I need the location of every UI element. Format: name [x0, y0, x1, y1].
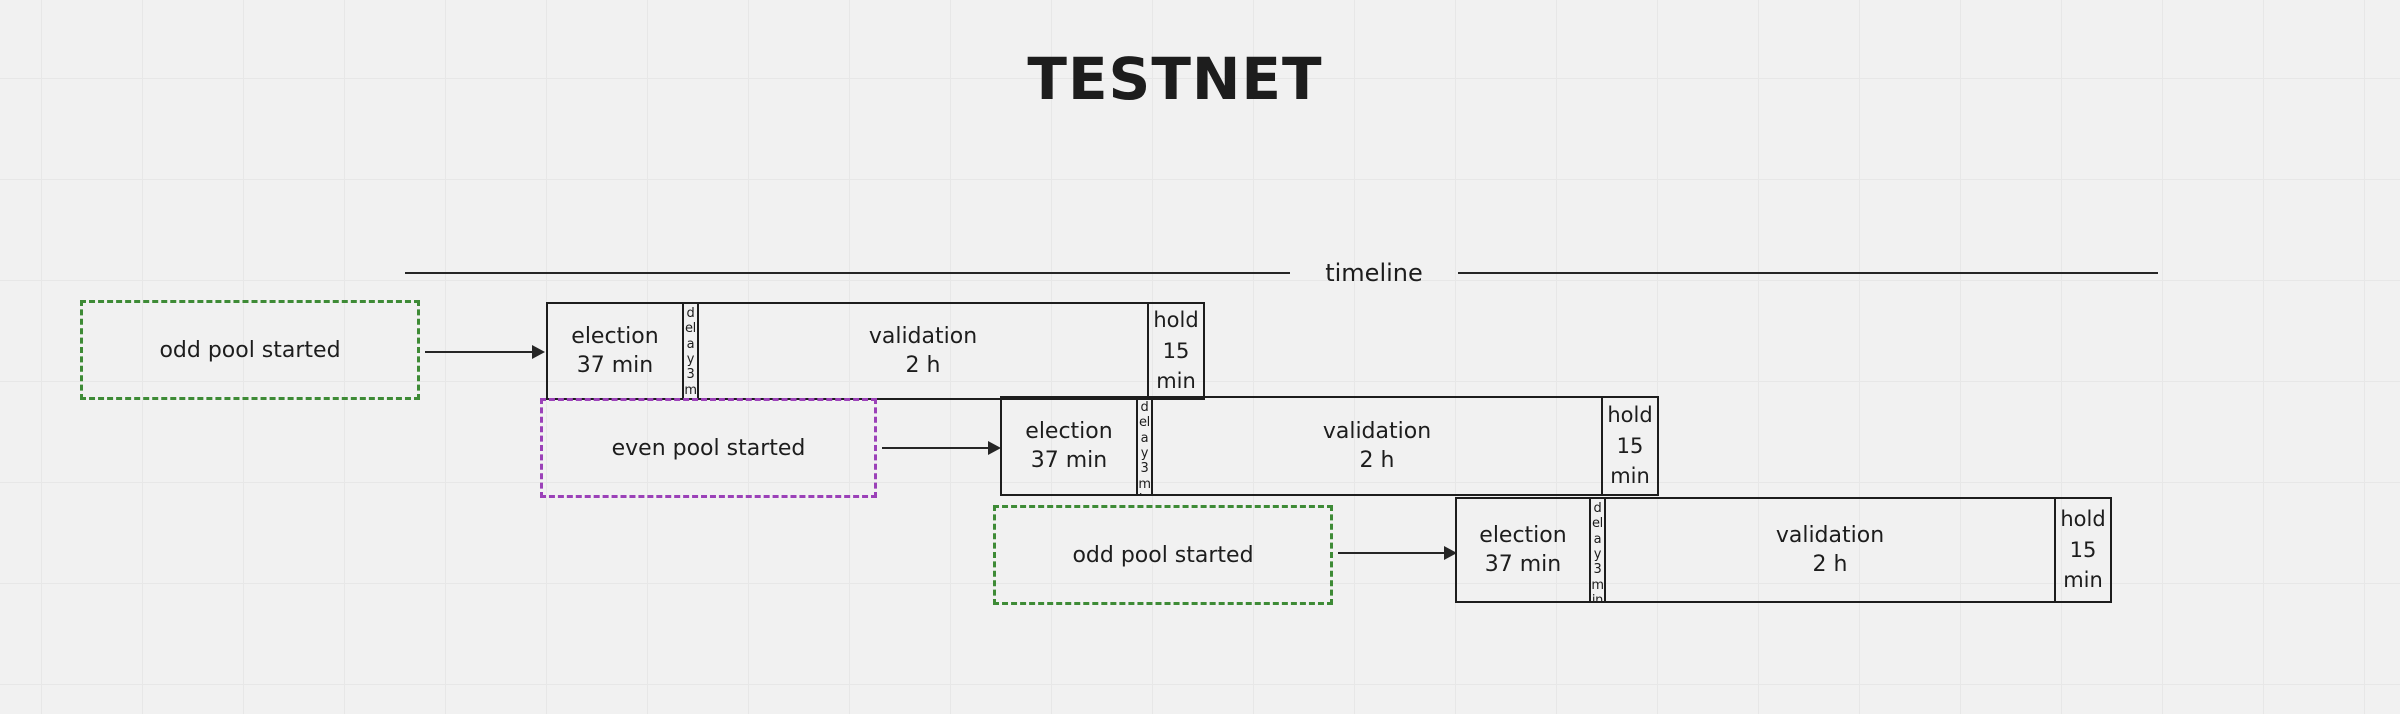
phase-duration: 2 h [1812, 552, 1848, 577]
note-odd-pool-started-row1[interactable]: odd pool started [80, 300, 420, 400]
note-even-pool-started-row2[interactable]: even pool started [540, 398, 877, 498]
phase-duration-unit: min [1610, 464, 1650, 489]
phase-name: validation [1775, 522, 1885, 548]
phase-duration-value: 15 [1616, 433, 1644, 458]
phase-duration: 37 min [1030, 448, 1108, 473]
phase-name: validation [1322, 418, 1432, 444]
arrow-row1 [425, 345, 545, 359]
arrow-shaft [882, 447, 989, 450]
phase-name: election [571, 323, 659, 349]
phase-name: validation [868, 323, 978, 349]
phase-name: election [1025, 418, 1113, 444]
note-label: odd pool started [1072, 542, 1254, 568]
phase-duration: 2 h [905, 353, 941, 378]
phase-validation-row1[interactable]: validation 2 h [697, 302, 1149, 400]
timeline-axis: timeline [405, 259, 2158, 287]
arrow-row3 [1338, 546, 1458, 560]
phase-hold-row1[interactable]: hold 15 min [1147, 302, 1205, 400]
note-label: odd pool started [159, 337, 341, 363]
page-title: TESTNET [1027, 45, 1323, 113]
arrow-head-icon [532, 345, 545, 359]
phase-duration: 37 min [1484, 552, 1562, 577]
phase-duration: 2 h [1359, 448, 1395, 473]
arrow-row2 [882, 441, 1002, 455]
phase-duration-unit: min [2063, 568, 2103, 593]
phase-election-row3[interactable]: election 37 min [1455, 497, 1591, 603]
timeline-axis-label: timeline [1325, 259, 1423, 287]
arrow-head-icon [988, 441, 1001, 455]
phase-delay-label: delay 3 min [1138, 400, 1151, 494]
phase-delay-label: delay 3 min [684, 306, 697, 398]
timeline-axis-right-segment [1458, 272, 2158, 274]
phase-name: hold [1607, 403, 1653, 428]
timeline-axis-left-segment [405, 272, 1290, 274]
arrow-head-icon [1444, 546, 1457, 560]
phase-validation-row3[interactable]: validation 2 h [1604, 497, 2056, 603]
phase-validation-row2[interactable]: validation 2 h [1151, 396, 1603, 496]
phase-delay-label: delay 3 min [1591, 501, 1604, 603]
arrow-shaft [425, 351, 533, 354]
phase-name: hold [2060, 507, 2106, 532]
phase-duration-value: 15 [2069, 537, 2097, 562]
phase-election-row2[interactable]: election 37 min [1000, 396, 1138, 496]
note-label: even pool started [611, 435, 806, 461]
phase-duration-unit: min [1156, 369, 1196, 394]
arrow-shaft [1338, 552, 1445, 555]
phase-hold-row3[interactable]: hold 15 min [2054, 497, 2112, 603]
note-odd-pool-started-row3[interactable]: odd pool started [993, 505, 1333, 605]
phase-name: hold [1153, 308, 1199, 333]
phase-election-row1[interactable]: election 37 min [546, 302, 684, 400]
phase-duration: 37 min [576, 353, 654, 378]
phase-hold-row2[interactable]: hold 15 min [1601, 396, 1659, 496]
phase-name: election [1479, 522, 1567, 548]
phase-duration-value: 15 [1162, 338, 1190, 363]
